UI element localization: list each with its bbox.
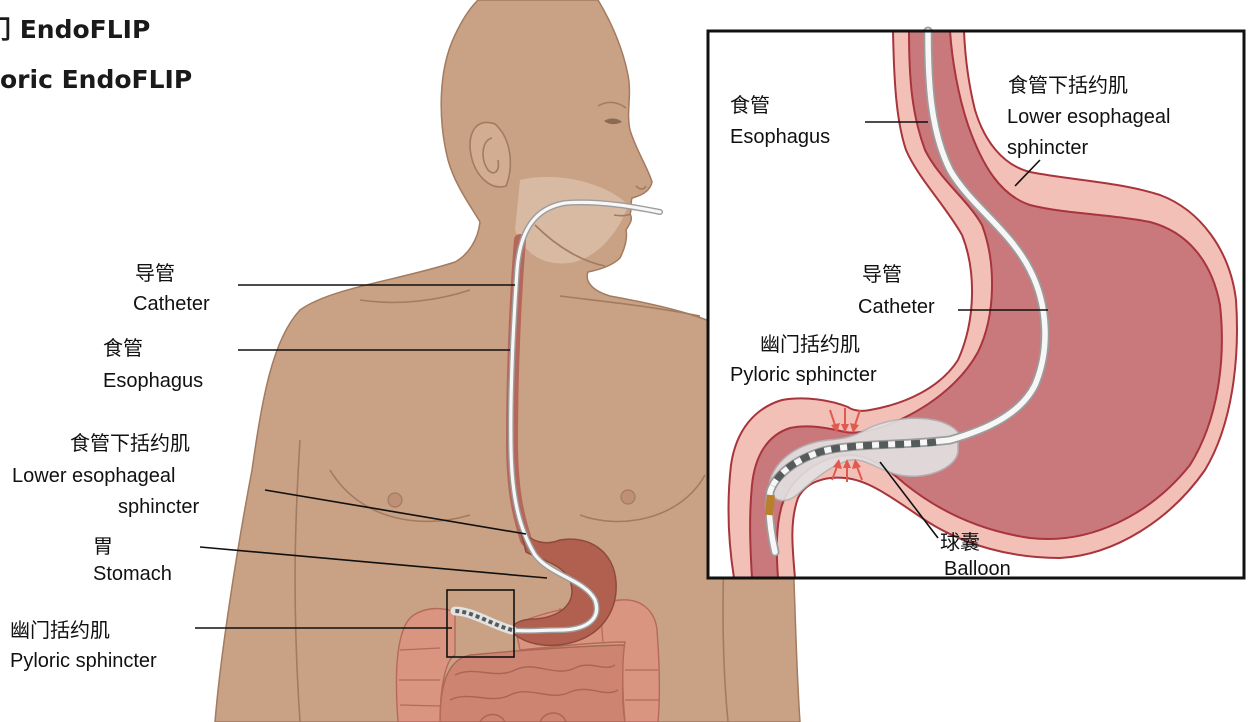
left-nipple <box>388 493 402 507</box>
inset-pylorus-label-zh: 幽门括约肌 <box>760 333 860 356</box>
pylorus-label-zh: 幽门括约肌 <box>10 619 110 642</box>
stomach-inset: 食管 Esophagus 食管下括约肌 Lower esophageal sph… <box>708 31 1244 580</box>
inset-catheter-label-zh: 导管 <box>862 263 902 286</box>
esophagus-label-zh: 食管 <box>103 337 143 360</box>
title-line-1: 门 EndoFLIP <box>0 15 150 44</box>
les-label-zh: 食管下括约肌 <box>70 432 190 455</box>
inset-les-label-en-line-1: Lower esophageal <box>1007 106 1170 128</box>
title-line-2: oric EndoFLIP <box>0 65 192 94</box>
stomach-label-zh: 胃 <box>93 536 113 558</box>
les-label-en-line-2: sphincter <box>118 496 199 518</box>
inset-esophagus-label-en: Esophagus <box>730 126 830 148</box>
inset-les-label-zh: 食管下括约肌 <box>1008 74 1128 97</box>
stomach-label-en: Stomach <box>93 563 172 585</box>
les-label-en-line-1: Lower esophageal <box>12 465 175 487</box>
catheter-marker-band <box>769 495 771 515</box>
pylorus-label-en: Pyloric sphincter <box>10 650 157 672</box>
esophagus-label-en: Esophagus <box>103 370 203 392</box>
inset-balloon-label-zh: 球囊 <box>940 531 980 554</box>
inset-catheter-label-en: Catheter <box>858 296 935 318</box>
inset-les-label-en-line-2: sphincter <box>1007 137 1088 159</box>
inset-esophagus-label-zh: 食管 <box>730 94 770 117</box>
right-nipple <box>621 490 635 504</box>
catheter-label-en: Catheter <box>133 293 210 315</box>
inset-pylorus-label-en: Pyloric sphincter <box>730 364 877 386</box>
catheter-label-zh: 导管 <box>135 262 175 285</box>
